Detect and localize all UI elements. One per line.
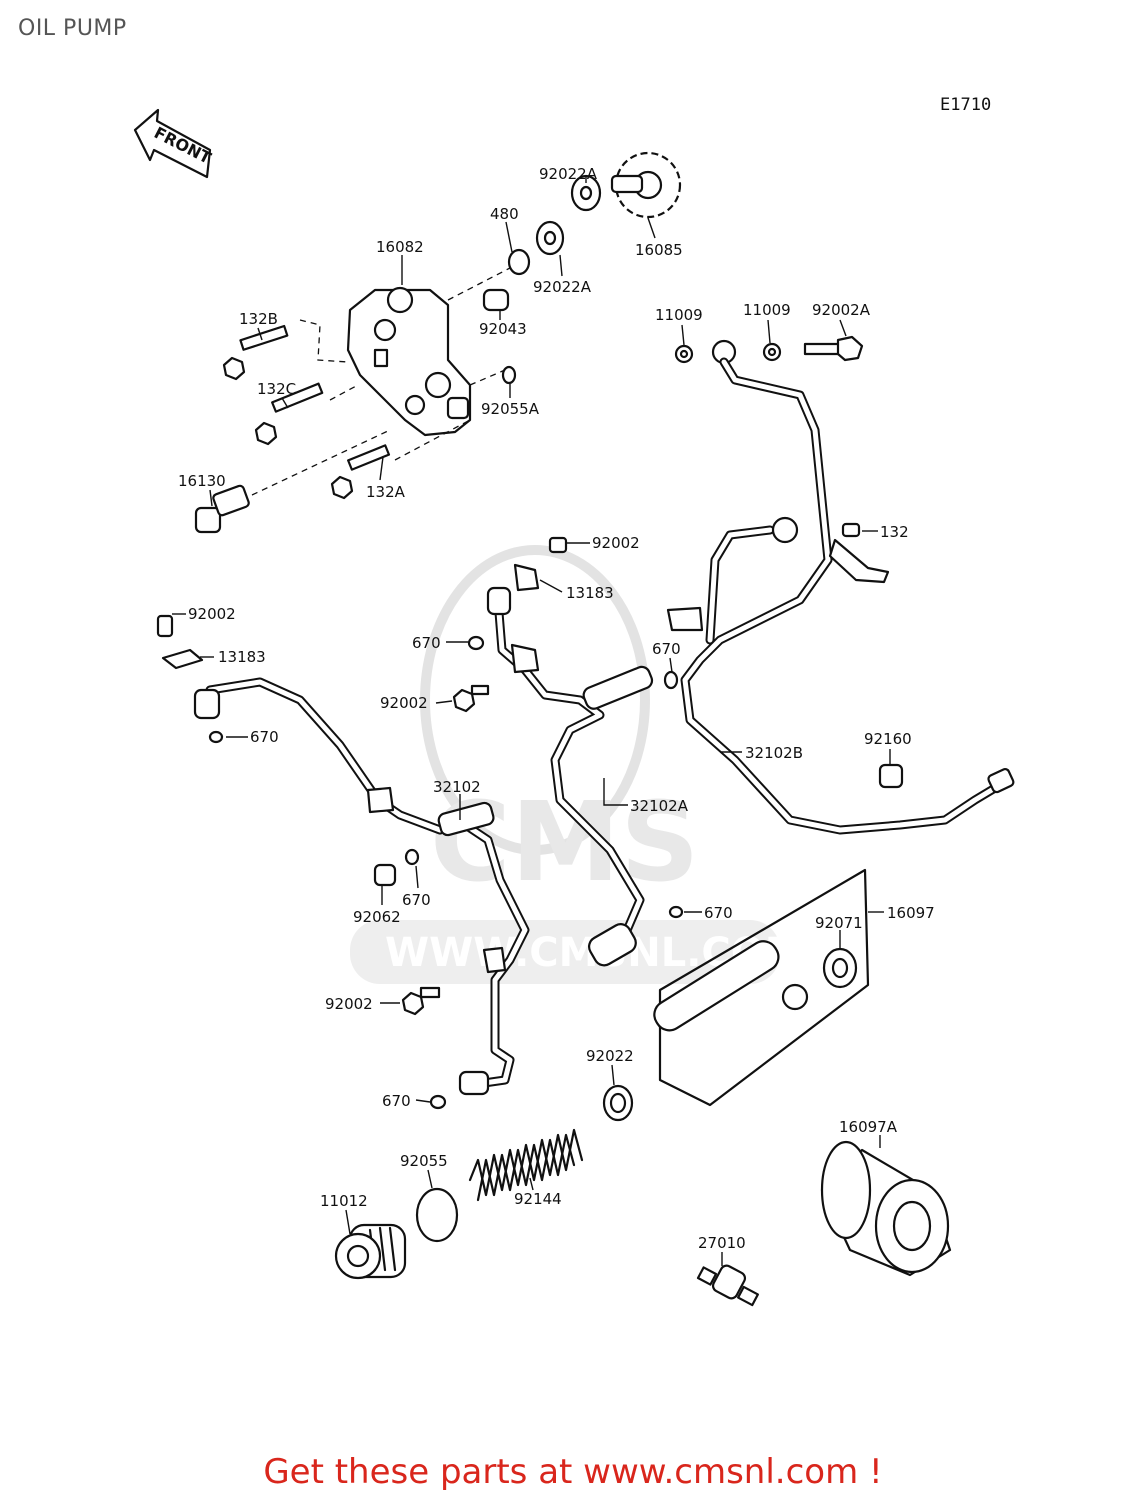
pipe-elbow-left [193,688,221,720]
oil-filter-16097a [820,1140,952,1277]
label-32102: 32102 [433,778,481,796]
label-132b: 132B [239,310,278,328]
label-92002-mid: 92002 [380,694,428,712]
label-92022a-top: 92022A [539,165,598,183]
label-670-lower: 670 [402,891,431,909]
label-670-bottom: 670 [382,1092,411,1110]
o-ring-670-bottom [429,1094,447,1110]
label-670-center: 670 [412,634,441,652]
leader-lines [172,176,891,1266]
label-92022: 92022 [586,1047,634,1065]
label-27010: 27010 [698,1234,746,1252]
label-32102a: 32102A [630,797,689,815]
label-13183-left: 13183 [218,648,266,666]
label-92022a-mid: 92022A [533,278,592,296]
clamp-13183-center [513,563,540,592]
banjo-bolt-92002a [803,335,864,362]
oil-pump-body-16082 [346,286,472,437]
bolt-132b [222,324,289,381]
o-ring-670-lower [404,848,420,866]
label-13183-center: 13183 [566,584,614,602]
label-670-left: 670 [250,728,279,746]
oil-pressure-switch-27010 [696,1264,759,1307]
bolt-92002-left [156,614,174,638]
o-ring-670-left [208,730,224,744]
label-92062: 92062 [353,908,401,926]
pipe-end-fitting [987,767,1015,794]
bolt-132a [330,444,391,500]
label-92071: 92071 [815,914,863,932]
bolt-92002-low [401,986,441,1016]
label-92043: 92043 [479,320,527,338]
label-132a: 132A [366,483,406,501]
bolt-92002-center [548,536,568,554]
label-670-right: 670 [652,640,681,658]
o-ring-92055a [501,365,517,385]
front-arrow-icon: FRONT [133,108,214,179]
label-132: 132 [880,523,909,541]
label-16085: 16085 [635,241,683,259]
label-16130: 16130 [178,472,226,490]
label-92055: 92055 [400,1152,448,1170]
label-92002-center: 92002 [592,534,640,552]
label-32102b: 32102B [745,744,803,762]
bracket-132 [828,538,890,584]
label-480: 480 [490,205,519,223]
label-16082: 16082 [376,238,424,256]
spring-92144 [468,1128,584,1202]
label-92002-low: 92002 [325,995,373,1013]
o-ring-92055 [415,1187,459,1243]
label-670-filter: 670 [704,904,733,922]
label-92002-left: 92002 [188,605,236,623]
exploded-parts-diagram: CMS WWW.CMSNL.COM E1710 FRONT [133,95,1015,1307]
pipe-elbow-center [486,586,512,616]
plug-92062 [373,863,397,887]
o-ring-670-center [467,635,485,651]
pipe-tee-32102 [437,801,495,837]
part-labels: 92022A 480 16082 16085 92022A 132B 92043… [178,165,935,1252]
oil-filter-kit-16097 [653,868,870,1107]
label-16097: 16097 [887,904,935,922]
label-11009-b: 11009 [743,301,791,319]
clamp-left [366,786,395,814]
bolt-132c [254,382,324,446]
pipe-end-center [588,923,637,967]
label-92160: 92160 [864,730,912,748]
bolt-92002-mid [452,684,490,713]
label-132c: 132C [257,380,296,398]
o-ring-670-filter [668,905,684,919]
sprocket-16085 [610,151,682,219]
label-16097a: 16097A [839,1118,898,1136]
label-11012: 11012 [320,1192,368,1210]
clamp-13183-left [161,648,204,670]
label-92055a: 92055A [481,400,540,418]
clamp-center [510,643,540,674]
clamp-right [666,606,704,632]
dowel-92043 [482,288,510,312]
pipe-tee-center [582,665,654,710]
cap-92160 [878,763,904,789]
plug-bolt-11012 [334,1223,407,1280]
label-92144: 92144 [514,1190,562,1208]
pipe-end-lower [458,1070,490,1096]
circlip-480 [507,248,531,276]
label-92002a: 92002A [812,301,871,319]
footer-link-text[interactable]: Get these parts at www.cmsnl.com ! [263,1452,883,1492]
page-title: OIL PUMP [18,16,127,41]
fitting-16130 [194,484,250,534]
label-11009-a: 11009 [655,306,703,324]
o-ring-670-right [663,670,679,690]
banjo-upper [771,516,799,544]
diagram-code: E1710 [940,95,991,115]
clamp-lower [482,946,507,974]
